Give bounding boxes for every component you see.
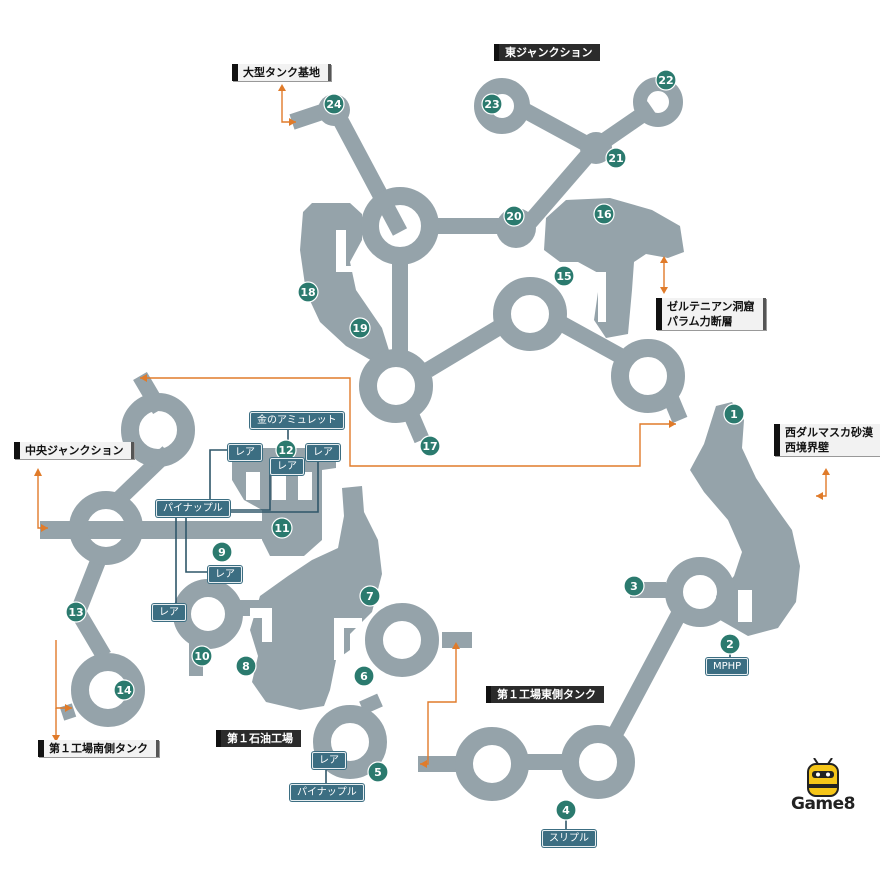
svg-text:2: 2 — [726, 638, 734, 651]
label-west-desert-sub: 西境界壁 — [785, 441, 829, 454]
location-markers: 1 2 3 4 5 6 7 8 9 10 11 12 13 14 15 16 1… — [65, 69, 745, 821]
svg-text:17: 17 — [422, 440, 437, 453]
marker-5[interactable]: 5 — [367, 761, 389, 783]
marker-19[interactable]: 19 — [349, 317, 371, 339]
svg-text:16: 16 — [596, 208, 612, 221]
svg-text:5: 5 — [374, 766, 382, 779]
marker-13[interactable]: 13 — [65, 601, 87, 623]
svg-text:6: 6 — [360, 670, 368, 683]
item-tag-amulet[interactable]: 金のアミュレット — [250, 412, 344, 429]
marker-10[interactable]: 10 — [191, 645, 213, 667]
svg-text:13: 13 — [68, 606, 83, 619]
marker-14[interactable]: 14 — [113, 679, 135, 701]
label-factory-south-tank: 第１工場南側タンク — [38, 740, 159, 757]
svg-text:23: 23 — [484, 98, 499, 111]
item-tag-rare[interactable]: レア — [306, 444, 340, 461]
marker-6[interactable]: 6 — [353, 665, 375, 687]
bee-mascot-icon — [807, 757, 839, 797]
marker-12[interactable]: 12 — [275, 439, 297, 461]
label-west-desert: 西ダルマスカ砂漠 西境界壁 — [774, 424, 880, 456]
marker-18[interactable]: 18 — [297, 281, 319, 303]
svg-text:4: 4 — [562, 804, 570, 817]
marker-15[interactable]: 15 — [553, 265, 575, 287]
svg-text:18: 18 — [300, 286, 315, 299]
item-tag-slipple[interactable]: スリプル — [542, 830, 596, 847]
marker-4[interactable]: 4 — [555, 799, 577, 821]
item-tag-rare[interactable]: レア — [270, 458, 304, 475]
item-tag-pineapple[interactable]: パイナップル — [290, 784, 364, 801]
marker-23[interactable]: 23 — [481, 93, 503, 115]
svg-text:20: 20 — [506, 210, 522, 223]
marker-2[interactable]: 2 — [719, 633, 741, 655]
logo-text: Game8 — [791, 794, 856, 814]
marker-21[interactable]: 21 — [605, 147, 627, 169]
svg-text:11: 11 — [274, 522, 289, 535]
item-tag-rare[interactable]: レア — [228, 444, 262, 461]
label-zeltenian-cave: ゼルテニアン洞窟 パラム力断層 — [656, 298, 766, 330]
svg-text:21: 21 — [608, 152, 623, 165]
svg-text:9: 9 — [218, 546, 226, 559]
svg-text:7: 7 — [366, 590, 374, 603]
marker-1[interactable]: 1 — [723, 403, 745, 425]
alcoves — [246, 230, 752, 660]
item-tag-rare[interactable]: レア — [208, 566, 242, 583]
label-zeltenian-cave-name: ゼルテニアン洞窟 — [667, 300, 755, 313]
label-central-junction: 中央ジャンクション — [14, 442, 135, 459]
marker-8[interactable]: 8 — [235, 655, 257, 677]
svg-text:10: 10 — [194, 650, 210, 663]
svg-text:15: 15 — [556, 270, 571, 283]
item-tag-rare[interactable]: レア — [312, 752, 346, 769]
svg-text:8: 8 — [242, 660, 250, 673]
ring-rooms — [69, 77, 735, 801]
marker-7[interactable]: 7 — [359, 585, 381, 607]
label-west-desert-name: 西ダルマスカ砂漠 — [785, 426, 873, 439]
label-tank-base: 大型タンク基地 — [232, 64, 331, 81]
item-tag-mphp[interactable]: MPHP — [706, 658, 749, 675]
label-zeltenian-cave-sub: パラム力断層 — [667, 315, 733, 328]
label-east-junction: 東ジャンクション — [494, 44, 601, 61]
label-refinery: 第１石油工場 — [216, 730, 301, 747]
svg-text:12: 12 — [278, 444, 293, 457]
item-tag-pineapple[interactable]: パイナップル — [156, 500, 230, 517]
marker-17[interactable]: 17 — [419, 435, 441, 457]
svg-text:19: 19 — [352, 322, 367, 335]
svg-text:24: 24 — [326, 98, 342, 111]
label-factory-east-tank: 第１工場東側タンク — [486, 686, 604, 703]
svg-text:22: 22 — [658, 74, 673, 87]
svg-text:3: 3 — [630, 580, 638, 593]
marker-11[interactable]: 11 — [271, 517, 293, 539]
marker-24[interactable]: 24 — [323, 93, 345, 115]
marker-22[interactable]: 22 — [655, 69, 677, 91]
area-connectors — [34, 84, 830, 768]
marker-3[interactable]: 3 — [623, 575, 645, 597]
item-tag-rare[interactable]: レア — [152, 604, 186, 621]
marker-16[interactable]: 16 — [593, 203, 615, 225]
svg-text:14: 14 — [116, 684, 132, 697]
svg-text:1: 1 — [730, 408, 738, 421]
marker-9[interactable]: 9 — [211, 541, 233, 563]
marker-20[interactable]: 20 — [503, 205, 525, 227]
game8-logo: Game8 — [786, 757, 860, 820]
